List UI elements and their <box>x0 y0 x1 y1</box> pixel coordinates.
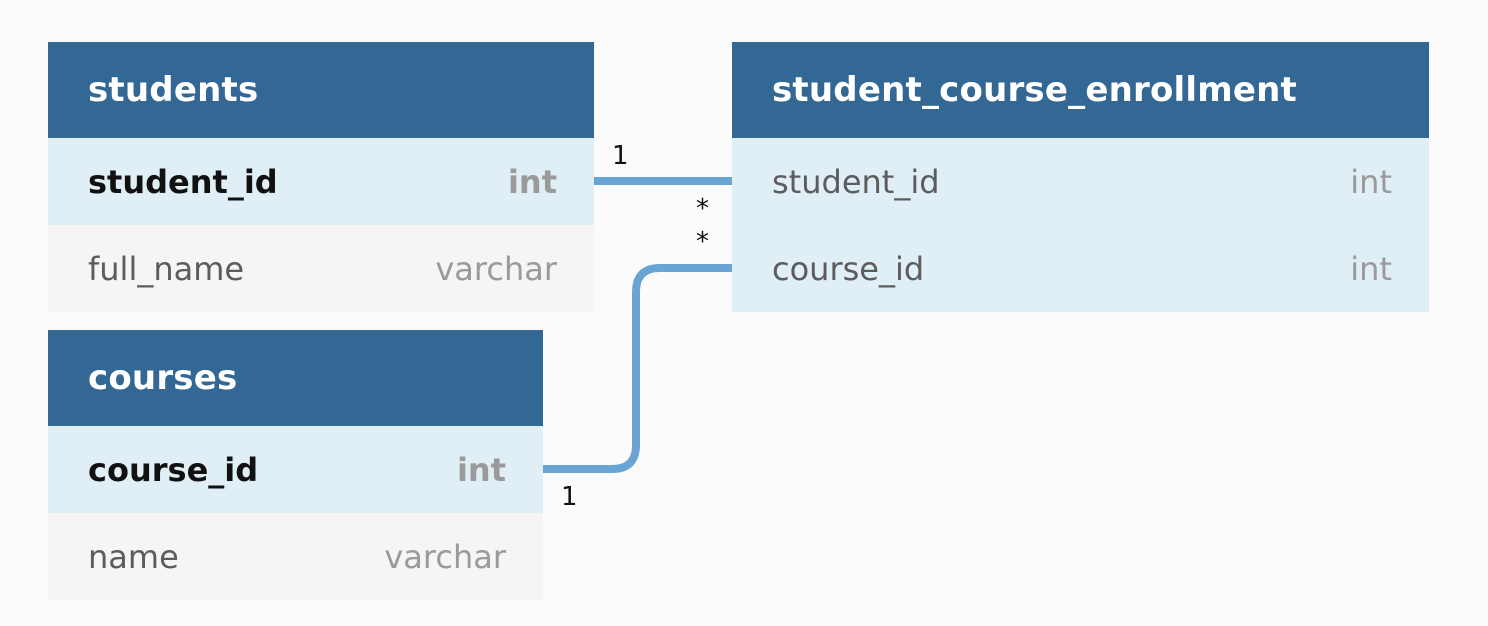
cardinality-label: * <box>696 194 709 224</box>
table-row[interactable]: student_id int <box>48 138 594 225</box>
column-type: int <box>1350 249 1392 288</box>
column-name: student_id <box>772 162 940 201</box>
table-row[interactable]: course_id int <box>48 426 543 513</box>
table-row[interactable]: name varchar <box>48 513 543 600</box>
table-courses[interactable]: courses course_id int name varchar <box>48 330 543 600</box>
cardinality-label: 1 <box>561 482 578 512</box>
table-row[interactable]: student_id int <box>732 138 1429 225</box>
column-name: course_id <box>772 249 925 288</box>
table-header[interactable]: students <box>48 42 594 138</box>
column-name: student_id <box>88 162 278 201</box>
table-row[interactable]: full_name varchar <box>48 225 594 312</box>
cardinality-label: * <box>696 227 709 257</box>
cardinality-label: 1 <box>612 141 629 171</box>
table-students[interactable]: students student_id int full_name varcha… <box>48 42 594 312</box>
table-row[interactable]: course_id int <box>732 225 1429 312</box>
table-header[interactable]: courses <box>48 330 543 426</box>
relation-line-courses-enrollment[interactable] <box>543 264 732 473</box>
column-type: varchar <box>435 249 557 288</box>
column-name: course_id <box>88 450 259 489</box>
column-name: full_name <box>88 249 245 288</box>
column-type: int <box>1350 162 1392 201</box>
column-name: name <box>88 537 179 576</box>
column-type: varchar <box>384 537 506 576</box>
column-type: int <box>507 162 557 201</box>
table-student-course-enrollment[interactable]: student_course_enrollment student_id int… <box>732 42 1429 312</box>
column-type: int <box>456 450 506 489</box>
table-header[interactable]: student_course_enrollment <box>732 42 1429 138</box>
